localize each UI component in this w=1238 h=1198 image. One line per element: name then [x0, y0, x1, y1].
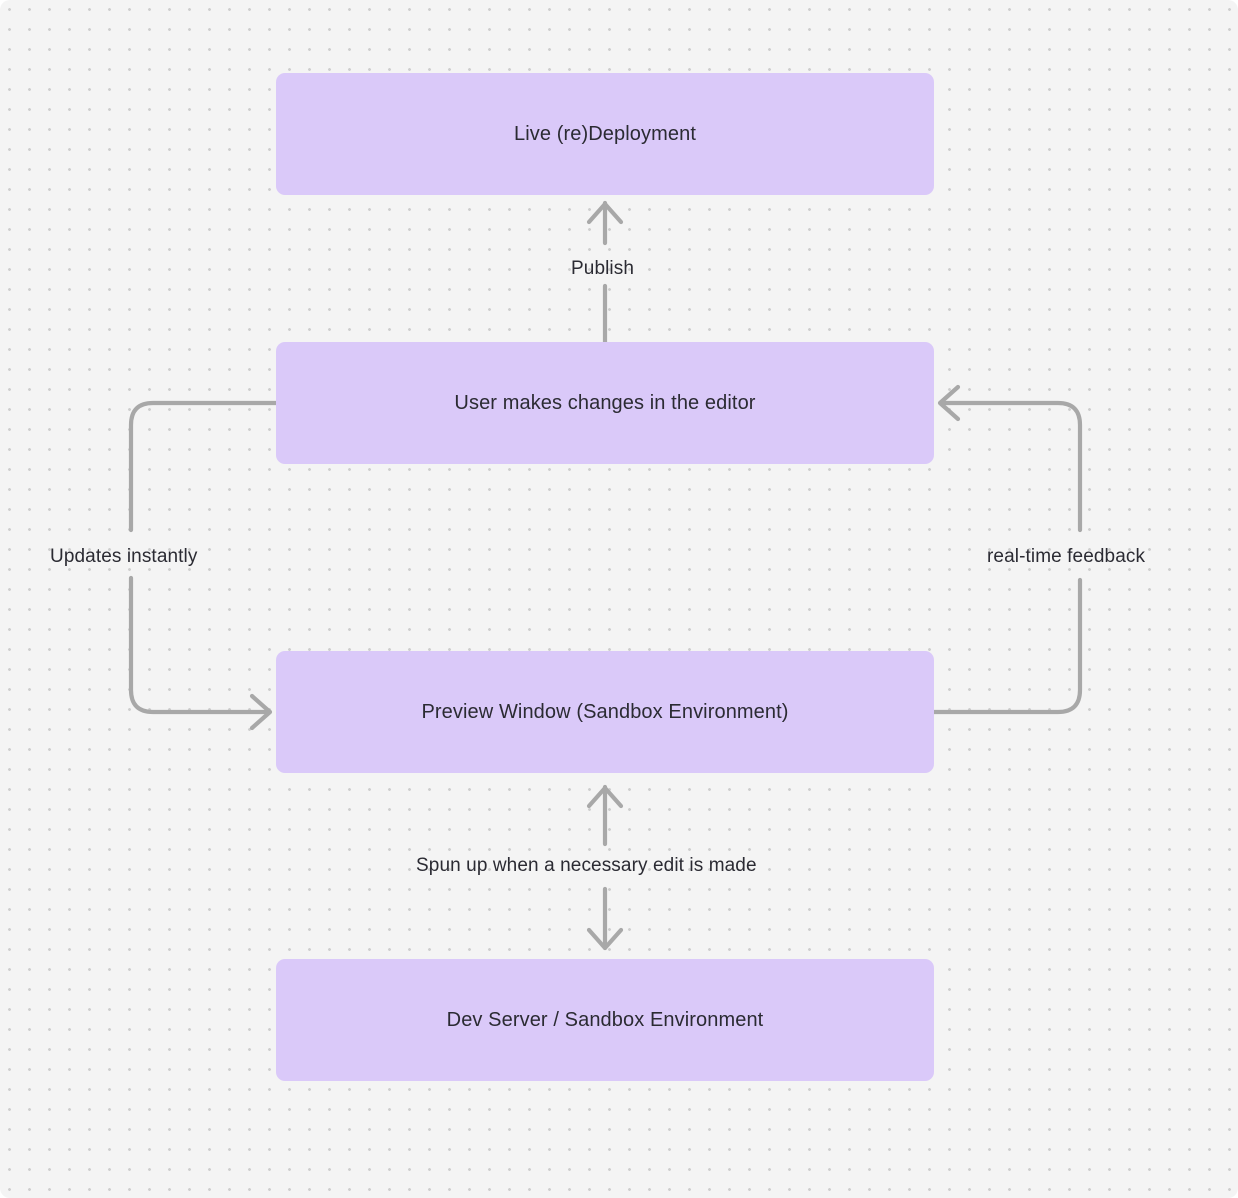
- edge-label-real-time-feedback: real-time feedback: [987, 546, 1146, 567]
- node-user-makes-changes-label: User makes changes in the editor: [454, 392, 756, 414]
- edge-label-spun-up: Spun up when a necessary edit is made: [416, 855, 757, 876]
- edge-label-publish: Publish: [571, 258, 635, 279]
- node-dev-server[interactable]: Dev Server / Sandbox Environment: [276, 959, 934, 1081]
- node-live-redeployment-label: Live (re)Deployment: [514, 123, 696, 145]
- edge-label-updates-instantly: Updates instantly: [50, 546, 198, 567]
- node-preview-window[interactable]: Preview Window (Sandbox Environment): [276, 651, 934, 773]
- node-live-redeployment[interactable]: Live (re)Deployment: [276, 73, 934, 195]
- node-dev-server-label: Dev Server / Sandbox Environment: [446, 1009, 764, 1031]
- node-user-makes-changes[interactable]: User makes changes in the editor: [276, 342, 934, 464]
- node-preview-window-label: Preview Window (Sandbox Environment): [421, 701, 789, 723]
